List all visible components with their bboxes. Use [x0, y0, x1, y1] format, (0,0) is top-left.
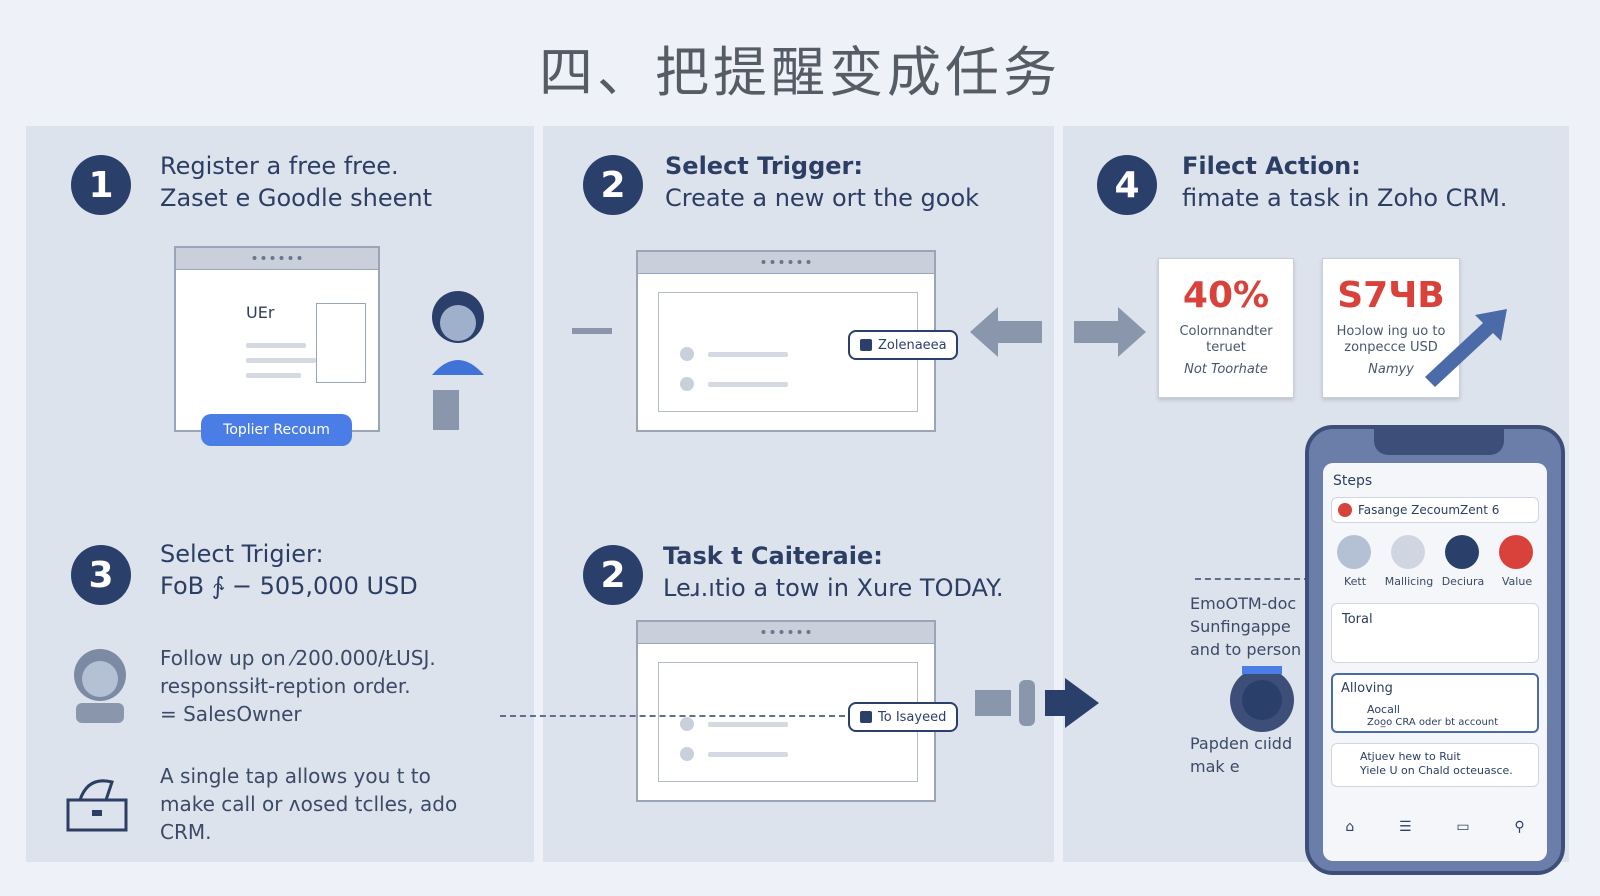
step-2b-title: Task t Caiteraie: Leɹ.ıtio a tow in Xure…	[663, 540, 1004, 604]
step-3-line2: FoB ∱ − 505,000 USD	[160, 572, 418, 600]
doc-icon	[860, 339, 872, 351]
calendar-icon[interactable]: ▭	[1456, 819, 1470, 835]
arrow-pair-icon	[970, 307, 1146, 357]
step-1-line1: Register a free free.	[160, 152, 399, 180]
phone-header: Steps	[1333, 473, 1373, 489]
doc-icon	[860, 711, 872, 723]
stat-note-2: Namyy	[1368, 362, 1414, 377]
zolenaeea-chip[interactable]: Zolenaeea	[848, 330, 958, 360]
step-3-line1: Select Trigier:	[160, 540, 324, 568]
phone-mockup: Steps Fasange ZecoumZent 6 Kett Mallicin…	[1305, 425, 1565, 875]
step-2b-line2: Leɹ.ıtio a tow in Xure TODAY.	[663, 574, 1004, 602]
list-icon[interactable]: ☰	[1399, 819, 1412, 835]
toplier-button[interactable]: Toplier Recoum	[201, 414, 352, 446]
chip-label: To Isayeed	[878, 709, 947, 725]
phone-row-adjust[interactable]: Atjuev hew to Ruit Yiele U on Chald octe…	[1331, 743, 1539, 787]
sheet-window: UEr	[174, 246, 380, 432]
step-badge-2b: 2	[583, 545, 643, 605]
dash-mark	[572, 328, 612, 334]
phone-tabbar: ⌂ ☰ ▭ ⚲	[1323, 807, 1547, 847]
stat-value-1: 40%	[1182, 275, 1270, 316]
diagonal-arrow-icon	[1425, 309, 1507, 387]
step-4-title: Filect Action: fimate a task in Zoho CRM…	[1182, 150, 1507, 214]
pin-icon[interactable]	[1499, 535, 1533, 569]
stat-value-2: S7ЧB	[1337, 275, 1445, 316]
window-titlebar	[176, 248, 378, 270]
step-2-title: Select Trigger: Create a new ort the goo…	[665, 150, 979, 214]
user-avatar-icon	[432, 291, 484, 430]
phone-search-bar[interactable]: Fasange ZecoumZent 6	[1331, 497, 1539, 523]
arrow-right-icon	[975, 678, 1099, 728]
follow-up-text: Follow up on ⁄200.000/ŁUSJ. responssiłt-…	[160, 646, 436, 726]
step-badge-2: 2	[583, 155, 643, 215]
step-badge-4: 4	[1097, 155, 1157, 215]
window-label: UEr	[246, 303, 275, 322]
step-1-title: Register a free free. Zaset e Goodle she…	[160, 150, 432, 214]
search-icon	[1338, 503, 1352, 517]
kett-icon[interactable]	[1337, 535, 1371, 569]
single-tap-text: A single tap allows you t to make call o…	[160, 764, 458, 844]
plus-icon[interactable]	[1445, 535, 1479, 569]
step-1-line2: Zaset e Goodle sheent	[160, 184, 432, 212]
side-text-bottom: Papden cıidd mak e	[1190, 734, 1293, 776]
step-4-line1: Filect Action:	[1182, 152, 1361, 180]
step-badge-1: 1	[71, 155, 131, 215]
home-icon[interactable]: ⌂	[1345, 819, 1355, 835]
phone-row-alloving[interactable]: Alloving Aocall Zoo̲o CRA oder bt accoun…	[1331, 673, 1539, 733]
link-icon[interactable]: ⚲	[1514, 819, 1525, 835]
step-2-line2: Create a new ort the gook	[665, 184, 980, 212]
pencil-icon[interactable]	[1391, 535, 1425, 569]
side-text-top: EmoOTM-doc Sunfingappe and to person	[1190, 594, 1302, 659]
chip-label: Zolenaeea	[878, 337, 947, 353]
connector-dash	[500, 715, 845, 717]
step-3-title: Select Trigier: FoB ∱ − 505,000 USD	[160, 538, 418, 602]
page-title: 四、把提醒变成任务	[539, 41, 1061, 104]
panel-left	[26, 126, 534, 862]
step-4-line2: fimate a task in Zoho CRM.	[1182, 184, 1508, 212]
step-badge-3: 3	[71, 545, 131, 605]
stat-note-1: Not Toorhate	[1184, 362, 1268, 377]
step-2-line1: Select Trigger:	[665, 152, 863, 180]
to-isayeed-chip[interactable]: To Isayeed	[848, 702, 958, 732]
step-2b-line1: Task t Caiteraie:	[663, 542, 883, 570]
phone-call-icon	[66, 779, 128, 832]
doc-sheet	[316, 303, 366, 383]
gear-icon	[1230, 666, 1294, 732]
phone-row-toral[interactable]: Toral	[1331, 603, 1539, 663]
sales-owner-avatar-icon	[74, 649, 126, 723]
phone-screen: Steps Fasange ZecoumZent 6 Kett Mallicin…	[1323, 463, 1547, 861]
